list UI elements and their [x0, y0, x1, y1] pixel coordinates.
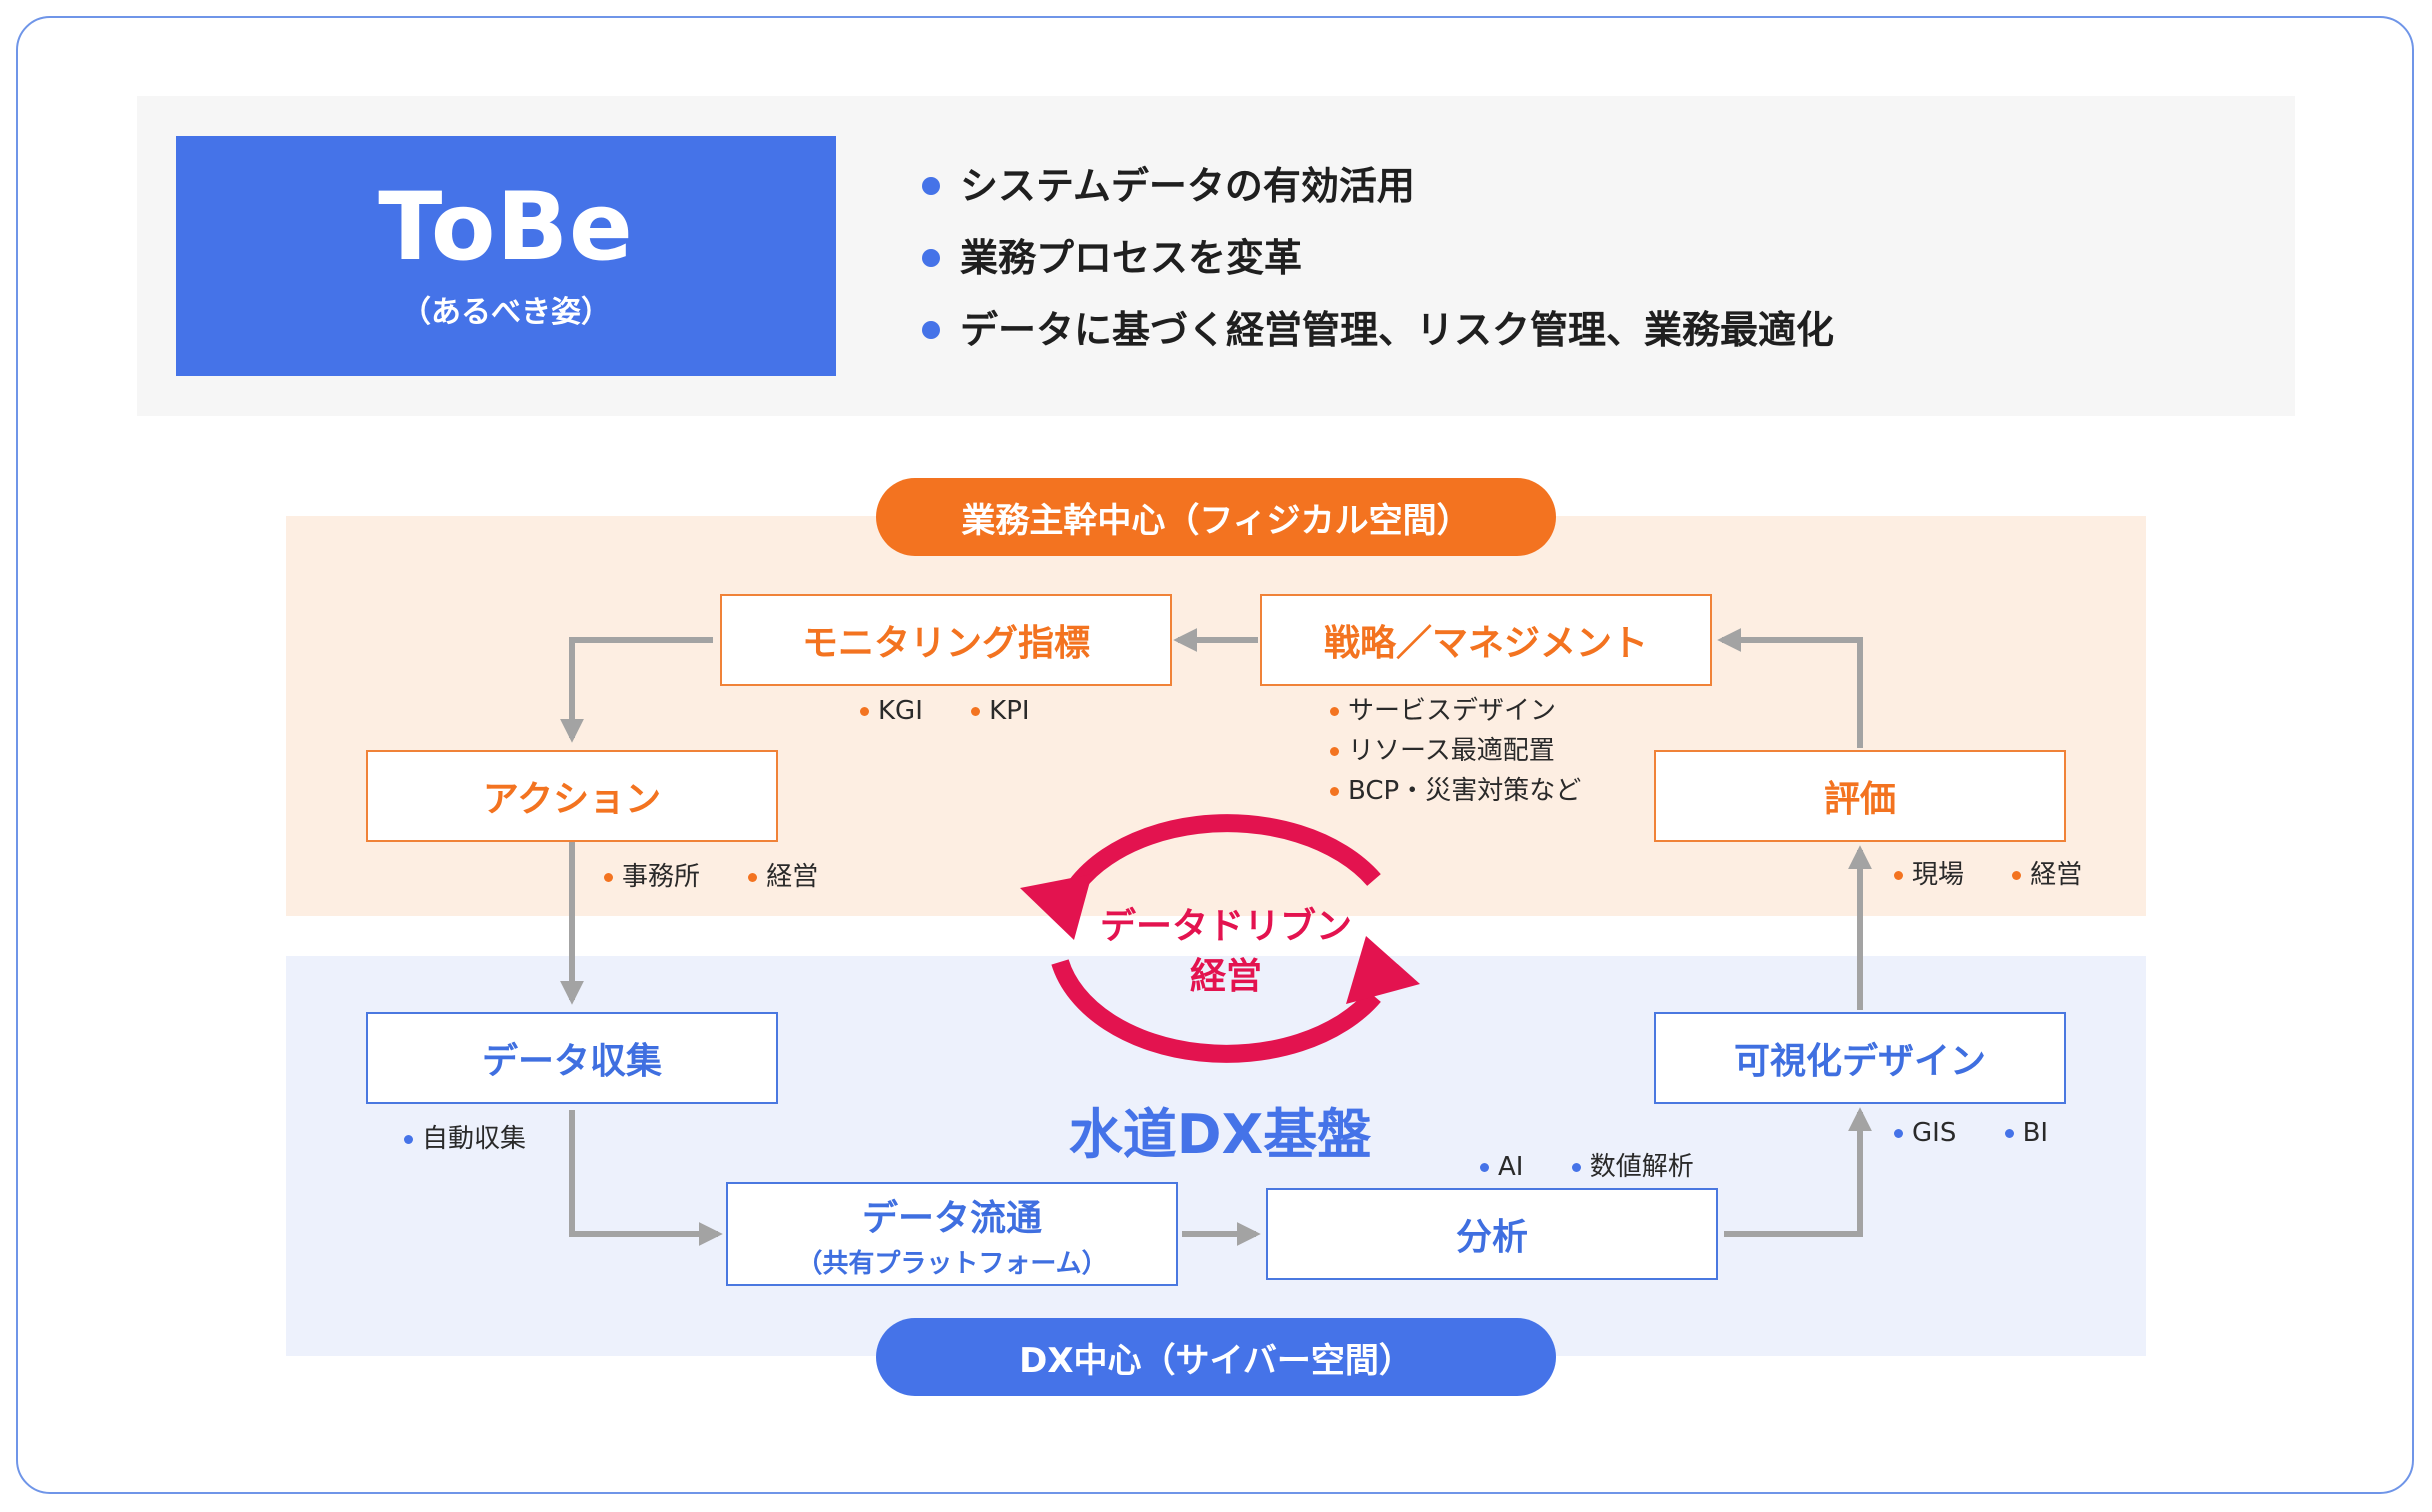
node-analysis-label: 分析 [1455, 1217, 1528, 1258]
node-strategy: 戦略／マネジメント [1260, 594, 1712, 686]
platform-title: 水道DX基盤 [1068, 1103, 1372, 1166]
tag-item: 数値解析 [1568, 1152, 1694, 1182]
node-data-flow: データ流通 （共有プラットフォーム） [726, 1182, 1178, 1286]
data-collection-tags: 自動収集 [400, 1118, 562, 1155]
tobe-subtitle: （あるべき姿） [401, 295, 611, 330]
goal-item: データに基づく経営管理、リスク管理、業務最適化 [920, 294, 1834, 366]
tag-item: BCP・災害対策など [1326, 774, 1581, 808]
tag-item: リソース最適配置 [1326, 734, 1581, 768]
tag-item: 現場 [1890, 860, 1964, 890]
node-action-label: アクション [482, 779, 662, 820]
node-evaluation-label: 評価 [1823, 779, 1896, 820]
goals-list: システムデータの有効活用 業務プロセスを変革 データに基づく経営管理、リスク管理… [920, 150, 1834, 366]
arrow-evaluation-to-strategy [1717, 628, 1863, 748]
monitoring-tags: KGI KPI [856, 696, 1066, 726]
node-strategy-label: 戦略／マネジメント [1323, 623, 1648, 664]
node-monitoring-label: モニタリング指標 [801, 623, 1090, 664]
tag-item: KPI [967, 696, 1029, 726]
tag-item: GIS [1890, 1118, 1956, 1148]
physical-zone [286, 516, 2146, 916]
cycle-label-line2: 経営 [1189, 956, 1262, 997]
tag-item: 事務所 [600, 862, 700, 892]
tobe-box: ToBe （あるべき姿） [176, 136, 836, 376]
node-action: アクション [366, 750, 778, 842]
analysis-tags: AI 数値解析 [1476, 1146, 1730, 1183]
tag-item: サービスデザイン [1326, 694, 1581, 728]
node-monitoring: モニタリング指標 [720, 594, 1172, 686]
tobe-title: ToBe [378, 173, 634, 282]
tag-item: AI [1476, 1152, 1523, 1182]
tag-item: 経営 [744, 862, 818, 892]
node-data-flow-sublabel: （共有プラットフォーム） [796, 1248, 1108, 1279]
physical-zone-label: 業務主幹中心（フィジカル空間） [876, 478, 1556, 556]
node-visualization-label: 可視化デザイン [1733, 1041, 1986, 1082]
cyber-zone-label: DX中心（サイバー空間） [876, 1318, 1556, 1396]
tag-item: 経営 [2008, 860, 2082, 890]
tag-item: KGI [856, 696, 923, 726]
strategy-tags: サービスデザイン リソース最適配置 BCP・災害対策など [1326, 694, 1581, 814]
tag-item: BI [2001, 1118, 2049, 1148]
node-data-flow-label: データ流通 [861, 1197, 1042, 1239]
tag-item: 自動収集 [400, 1124, 526, 1154]
node-data-collection-label: データ収集 [481, 1041, 662, 1082]
goal-item: システムデータの有効活用 [920, 150, 1834, 222]
arrow-analysis-to-visualization [1724, 1107, 1872, 1237]
data-driven-management-label: データドリブン 経営 [1076, 902, 1376, 1002]
goal-item: 業務プロセスを変革 [920, 222, 1834, 294]
arrow-data-collection-to-data-flow [569, 1110, 723, 1246]
node-analysis: 分析 [1266, 1188, 1718, 1280]
cycle-label-line1: データドリブン [1099, 906, 1352, 947]
arrow-monitoring-to-action [560, 637, 713, 743]
node-visualization: 可視化デザイン [1654, 1012, 2066, 1104]
action-tags: 事務所 経営 [600, 856, 854, 893]
node-data-collection: データ収集 [366, 1012, 778, 1104]
visualization-tags: GIS BI [1890, 1118, 2084, 1148]
evaluation-tags: 現場 経営 [1890, 854, 2118, 891]
node-evaluation: 評価 [1654, 750, 2066, 842]
